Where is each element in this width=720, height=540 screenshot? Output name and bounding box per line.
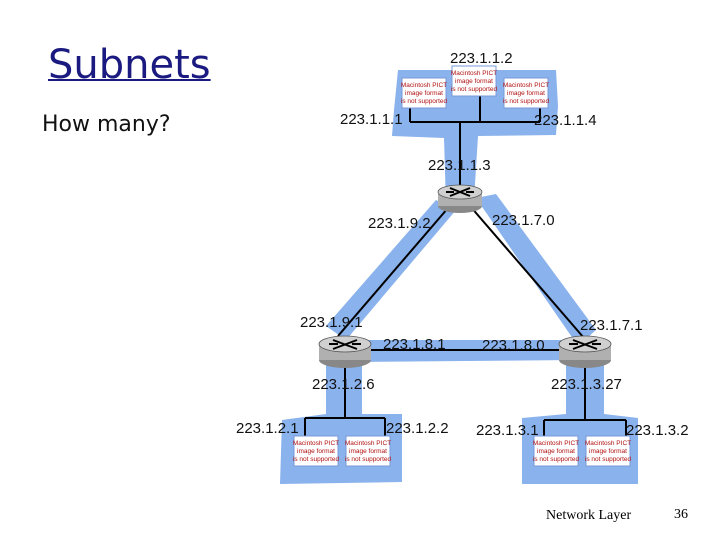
ip-router-right-lan: 223.1.3.27 [551,376,622,393]
subnet-right-link [476,194,596,346]
host-top-mid-image [450,65,499,97]
ip-router-left-8: 223.1.8.1 [383,336,446,353]
ip-router-top-lan: 223.1.1.3 [428,157,491,174]
ip-router-top-9: 223.1.9.2 [368,215,431,232]
ip-router-right-7: 223.1.7.1 [580,317,643,334]
host-right-left-image [532,435,581,467]
host-right-right-image [584,435,633,467]
footer-page-number: 36 [674,507,688,522]
ip-left-host-left: 223.1.2.1 [236,420,299,437]
ip-router-right-8: 223.1.8.0 [482,337,545,354]
slide-subtitle: How many? [42,112,171,137]
router-right [558,335,612,368]
host-top-right-image [502,77,551,109]
ip-right-host-left: 223.1.3.1 [476,422,539,439]
link-7 [469,205,585,339]
footer-section: Network Layer [546,508,632,523]
router-top [437,184,483,213]
ip-right-host-right: 223.1.3.2 [626,422,689,439]
host-left-left-image [292,435,341,467]
host-left-right-image [344,435,393,467]
link-9 [337,207,449,337]
router-left [318,335,372,368]
ip-top-host-mid: 223.1.1.2 [450,50,513,67]
ip-left-host-right: 223.1.2.2 [386,420,449,437]
ip-router-left-9: 223.1.9.1 [300,314,363,331]
ip-top-host-left: 223.1.1.1 [340,111,403,128]
ip-router-left-lan: 223.1.2.6 [312,376,375,393]
host-top-left-image [400,77,449,109]
ip-router-top-7: 223.1.7.0 [492,212,555,229]
ip-top-host-right: 223.1.1.4 [534,112,597,129]
slide-title: Subnets [48,42,211,88]
